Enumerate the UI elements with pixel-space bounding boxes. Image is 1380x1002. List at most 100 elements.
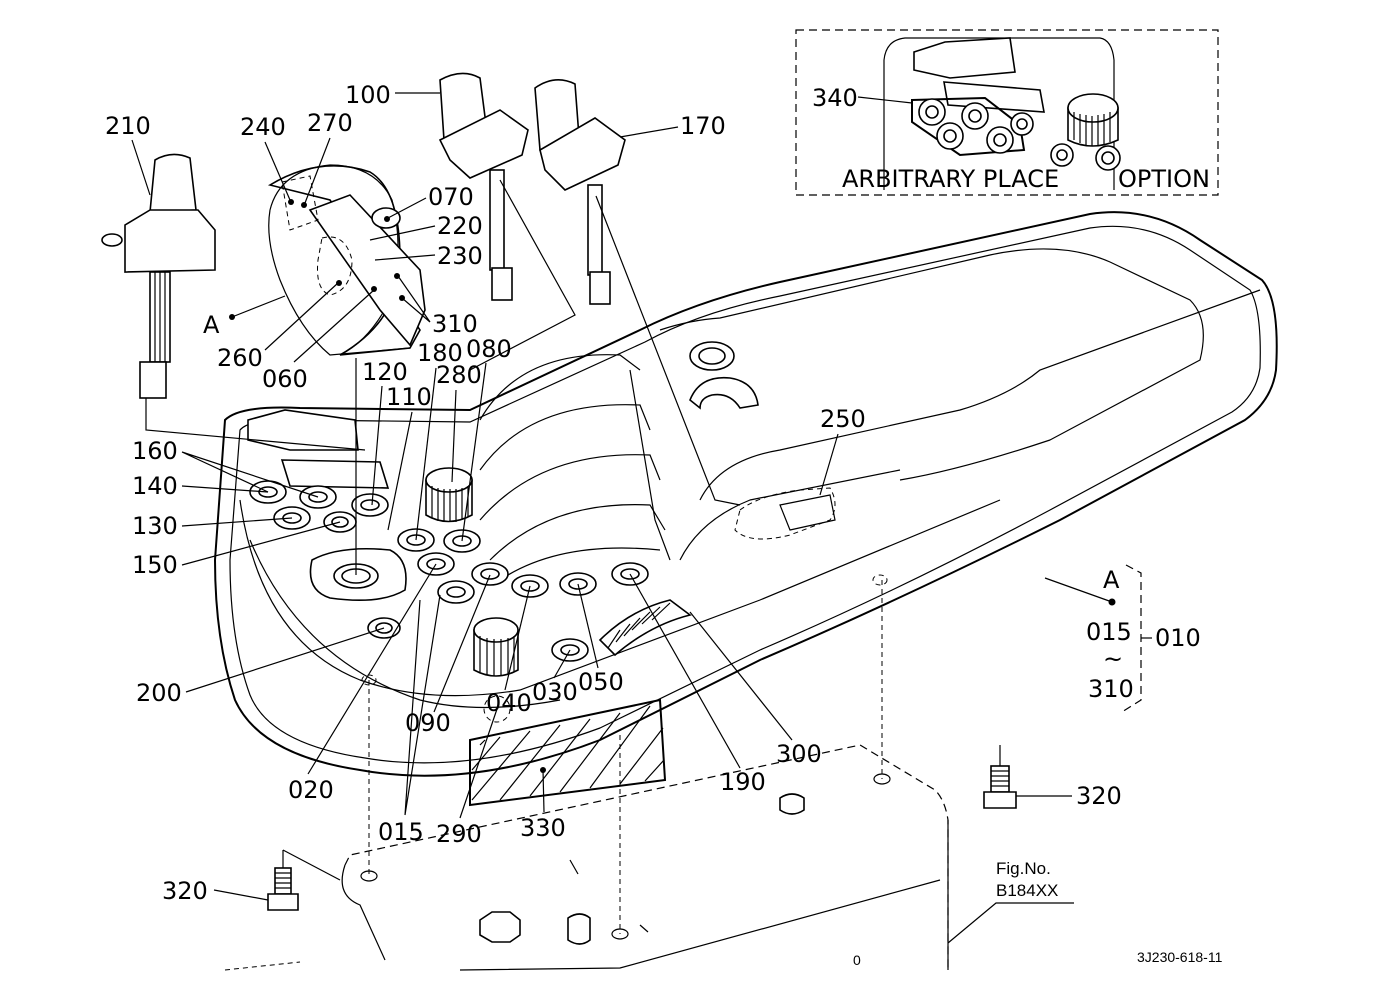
part-label-090: 090 [405, 709, 451, 737]
part-label-210: 210 [105, 112, 151, 140]
part-label-080: 080 [466, 335, 512, 363]
assembly-group-bracket: A 015 ~ 310 010 [1044, 564, 1201, 713]
range-bracket [1121, 564, 1142, 713]
part-label-270: 270 [307, 109, 353, 137]
armrest-base-line [679, 469, 901, 561]
leader-040 [504, 585, 531, 691]
part-label-110: 110 [386, 383, 432, 411]
leader-220 [369, 225, 436, 241]
part-label-280: 280 [436, 361, 482, 389]
leader-150 [181, 521, 341, 566]
group-letter-a: A [203, 311, 220, 339]
armrest-top [659, 248, 1204, 481]
leader-200 [185, 627, 385, 693]
leader-assembly-a [1044, 577, 1113, 603]
console-inner-rim [229, 225, 1261, 764]
leader-100-rod [469, 179, 576, 371]
leader-340 [857, 96, 913, 104]
part-label-320-right: 320 [1076, 782, 1122, 810]
part-label-160: 160 [132, 437, 178, 465]
leader-130 [181, 517, 293, 527]
leader-050 [577, 583, 599, 669]
part-label-130: 130 [132, 512, 178, 540]
bolt-320-right: 320 [983, 745, 1122, 810]
console-lower-contour [239, 499, 1001, 697]
leader-020 [307, 563, 437, 775]
range-tilde: ~ [1103, 645, 1123, 673]
console-lower-contour-2 [249, 539, 561, 709]
fig-no-leader [947, 902, 1074, 944]
range-end-310: 310 [1088, 675, 1134, 703]
inset-knob [1067, 93, 1119, 147]
leader-120 [371, 385, 383, 506]
part-label-020: 020 [288, 776, 334, 804]
rear-cup [689, 341, 759, 410]
leader-170-rod [595, 195, 741, 506]
knob-090 [473, 617, 519, 723]
inset-switch-block [943, 81, 1045, 113]
part-label-300: 300 [776, 740, 822, 768]
bolt-320-left: 320 [162, 849, 341, 911]
joystick-170: 170 [534, 79, 741, 506]
part-label-220: 220 [437, 212, 483, 240]
part-label-150: 150 [132, 551, 178, 579]
part-label-200: 200 [136, 679, 182, 707]
clip-250 [734, 487, 836, 540]
leader-a [231, 295, 286, 318]
part-label-140: 140 [132, 472, 178, 500]
inset-option-panel: 340 ARBITRARY PLACE OPTION [795, 29, 1219, 196]
console-outer-shell [213, 211, 1278, 777]
fig-no-label: Fig.No. [996, 859, 1051, 878]
part-label-120: 120 [362, 358, 408, 386]
lever-guide-slots [479, 354, 671, 581]
inset-caption-arbitrary-place: ARBITRARY PLACE [842, 165, 1059, 193]
leader-250 [819, 433, 839, 496]
part-label-050: 050 [578, 668, 624, 696]
inset-dashed-border [795, 29, 1219, 196]
joystick-210: 210 [101, 112, 366, 451]
part-label-330: 330 [520, 814, 566, 842]
part-label-240: 240 [240, 113, 286, 141]
part-label-310: 310 [432, 310, 478, 338]
hex-nut [479, 793, 805, 945]
leader-210 [131, 139, 151, 196]
leader-330 [542, 769, 545, 813]
armrest-crease [699, 289, 1261, 501]
part-label-190: 190 [720, 768, 766, 796]
range-start-015: 015 [1086, 618, 1132, 646]
leader-140 [181, 485, 269, 493]
part-label-340: 340 [812, 84, 858, 112]
leader-230 [374, 254, 436, 261]
leader-290 [459, 708, 498, 819]
part-label-320-left: 320 [162, 877, 208, 905]
part-label-040: 040 [486, 689, 532, 717]
leader-300 [689, 611, 793, 741]
leader-280 [451, 389, 457, 483]
leader-270 [304, 137, 331, 204]
figure-info: Fig.No. B184XX 3J230-618-11 [947, 859, 1223, 965]
part-label-250: 250 [820, 405, 866, 433]
base-frame-dashed [344, 744, 949, 970]
detail-a-assembly: 240 270 070 220 230 310 A 260 060 [203, 109, 483, 393]
part-label-060: 060 [262, 365, 308, 393]
leader-260 [264, 282, 339, 351]
leader-110 [387, 411, 413, 531]
mark-symbol: 0 [853, 952, 861, 968]
assembly-letter-a: A [1103, 566, 1120, 594]
front-cup-holder [309, 547, 407, 602]
leader-080 [461, 362, 487, 542]
part-label-290: 290 [436, 820, 482, 848]
roller-dial-050 [598, 599, 692, 657]
left-lever-block [247, 409, 390, 489]
drawing-code: 3J230-618-11 [1137, 949, 1223, 965]
fig-no-value: B184XX [996, 881, 1058, 900]
callouts: 180 080 120 280 110 160 140 130 150 250 … [132, 335, 866, 848]
leader-180 [415, 367, 437, 541]
leader-310 [397, 275, 431, 323]
part-label-070: 070 [428, 183, 474, 211]
part-label-170: 170 [680, 112, 726, 140]
base-edge [224, 961, 301, 971]
part-label-030: 030 [532, 678, 578, 706]
inset-switch-group-outline [911, 96, 1026, 157]
